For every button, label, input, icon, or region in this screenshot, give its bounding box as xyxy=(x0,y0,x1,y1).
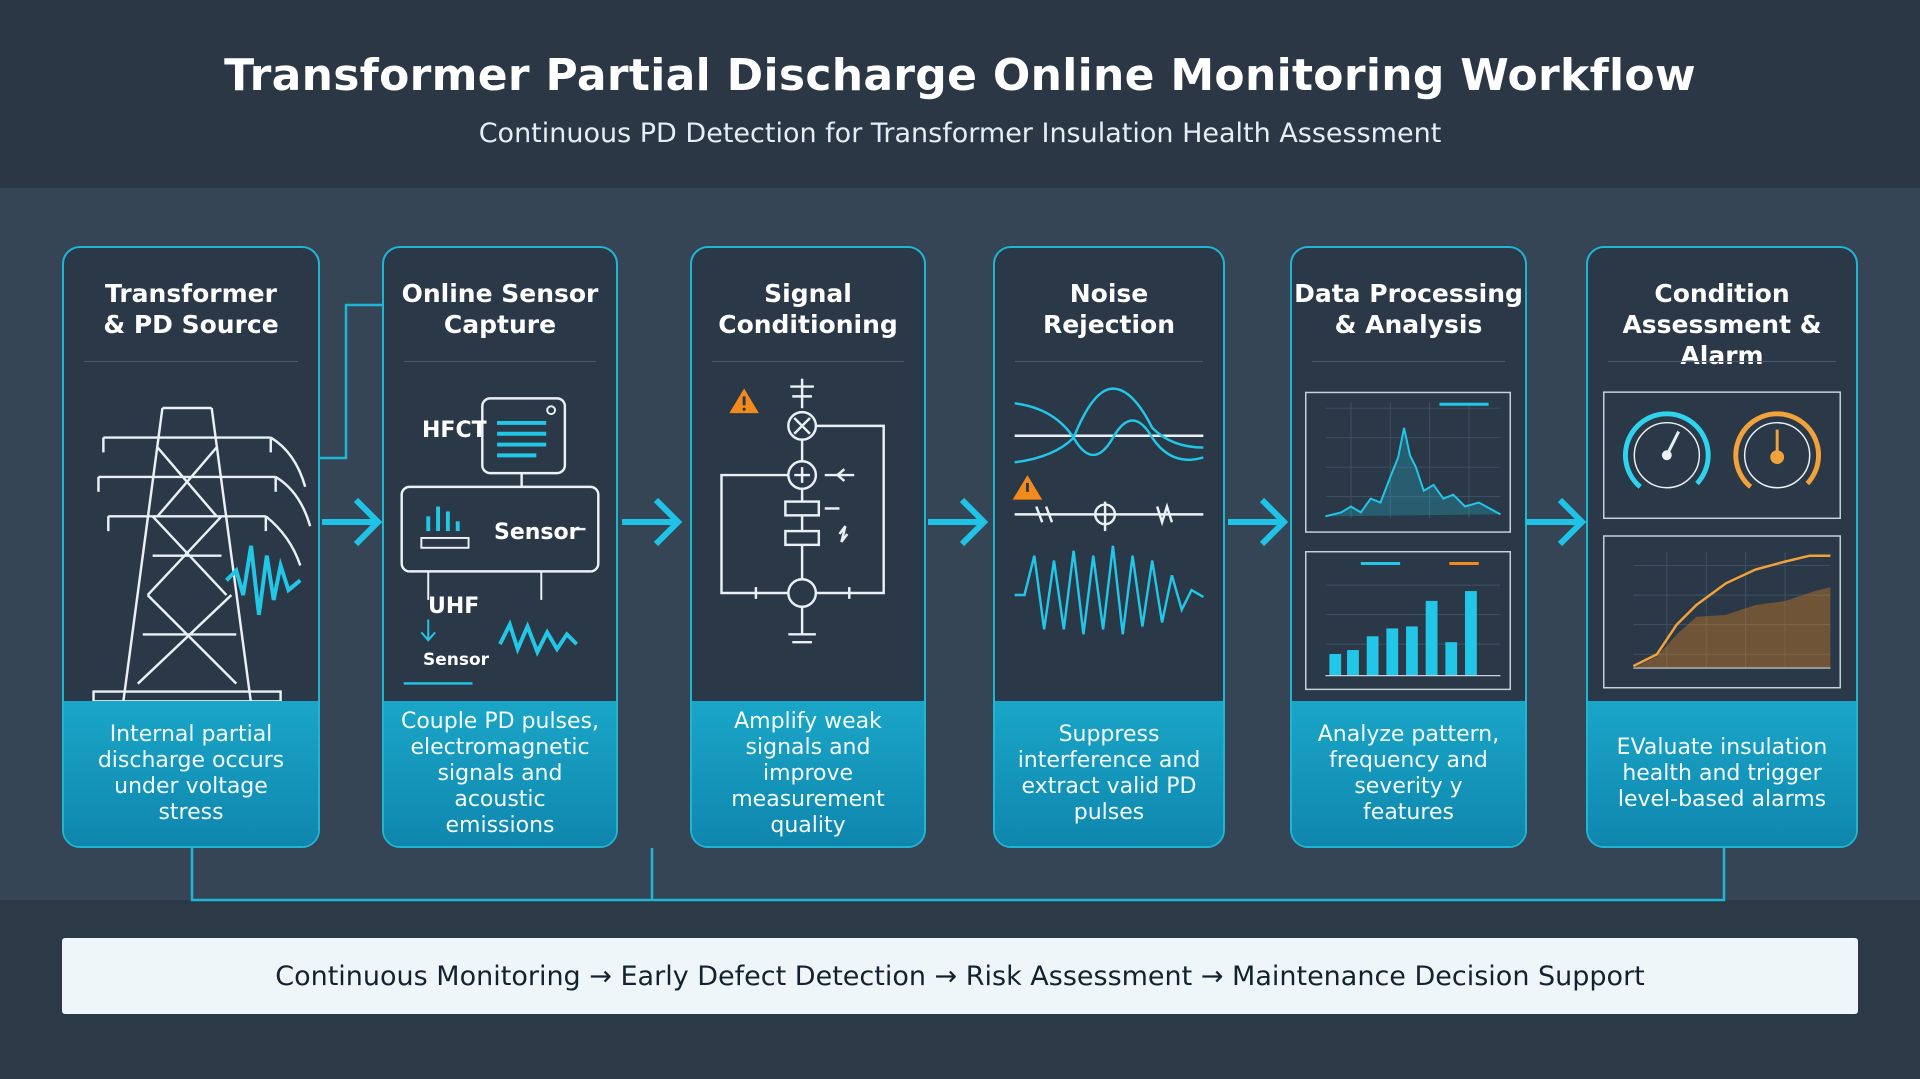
stage-title: Data Processing & Analysis xyxy=(1294,279,1523,339)
header: Transformer Partial Discharge Online Mon… xyxy=(0,0,1920,188)
stage-title: Condition Assessment & Alarm xyxy=(1622,279,1822,370)
stage-title: Signal Conditioning xyxy=(718,279,898,339)
divider xyxy=(1015,361,1203,362)
chart-icon xyxy=(1305,391,1511,691)
stage-description: Internal partial discharge occurs under … xyxy=(64,701,318,846)
divider xyxy=(404,361,596,362)
page-subtitle: Continuous PD Detection for Transformer … xyxy=(478,118,1442,149)
stage-title: Transformer & PD Source xyxy=(103,279,279,339)
flow-arrow-icon xyxy=(322,497,383,547)
uhf-sensor-label: Sensor xyxy=(423,650,490,670)
stage-description: Couple PD pulses, electromagnetic signal… xyxy=(384,701,616,846)
divider xyxy=(84,361,298,362)
stage-description: Amplify weak signals and improve measure… xyxy=(692,701,924,846)
uhf-label: UHF xyxy=(428,594,480,619)
stage-description: Suppress interference and extract valid … xyxy=(995,701,1223,846)
transmission-tower-icon xyxy=(92,406,312,704)
stage-card-condition-assessment: Condition Assessment & Alarm EValuate in… xyxy=(1586,246,1858,848)
hfct-label: HFCT xyxy=(422,418,487,443)
summary-text: Continuous Monitoring → Early Defect Det… xyxy=(275,960,1645,992)
sensor-icon xyxy=(400,397,600,685)
stage-title: Online Sensor Capture xyxy=(401,279,599,339)
flow-arrow-icon xyxy=(928,497,989,547)
stage-title: Noise Rejection xyxy=(1042,279,1176,339)
stage-card-data-processing: Data Processing & Analysis Analyze patte… xyxy=(1290,246,1527,848)
divider xyxy=(1312,361,1505,362)
divider xyxy=(1608,361,1836,362)
gauge-icon xyxy=(1603,391,1841,689)
stage-description: Analyze pattern, frequency and severity … xyxy=(1292,701,1525,846)
stage-card-signal-conditioning: Signal Conditioning xyxy=(690,246,926,848)
stage-card-noise-rejection: Noise Rejection Suppress interference an… xyxy=(993,246,1225,848)
page-title: Transformer Partial Discharge Online Mon… xyxy=(224,50,1696,101)
stage-card-sensor: Online Sensor Capture HFCT Sensor UHF Se… xyxy=(382,246,618,848)
summary-banner: Continuous Monitoring → Early Defect Det… xyxy=(62,938,1858,1014)
flow-arrow-icon xyxy=(1526,497,1587,547)
flow-arrow-icon xyxy=(622,497,683,547)
stage-description: EValuate insulation health and trigger l… xyxy=(1588,701,1856,846)
sensor-label: Sensor xyxy=(494,520,580,545)
circuit-icon xyxy=(720,378,885,644)
flow-arrow-icon xyxy=(1228,497,1289,547)
divider xyxy=(712,361,904,362)
stage-card-transformer: Transformer & PD Source Internal partial… xyxy=(62,246,320,848)
waveform-icon xyxy=(1012,387,1204,635)
